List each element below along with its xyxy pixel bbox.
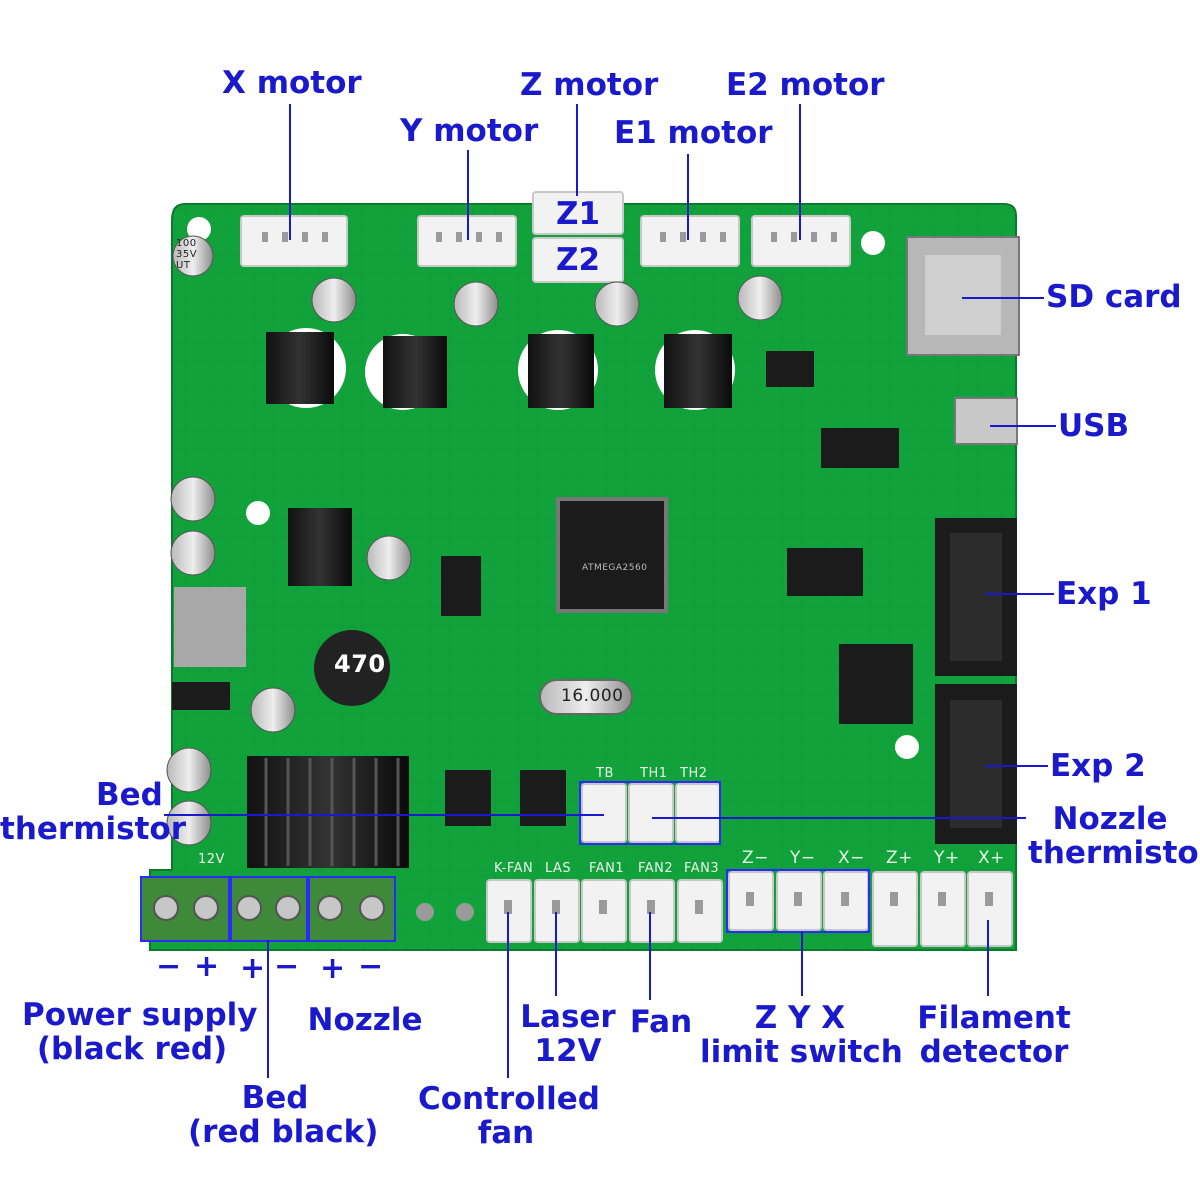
mcu-marking: ATMEGA2560 (582, 563, 648, 573)
exp2-label: Exp 2 (1050, 748, 1146, 784)
silk-xplus: X+ (978, 848, 1005, 868)
power-supply-label: Power supply (black red) (22, 997, 258, 1067)
exp-headers (441, 518, 1017, 844)
silk-fan2: FAN2 (638, 861, 674, 876)
silk-las: LAS (545, 861, 572, 876)
driver-heatsinks (266, 328, 735, 586)
crystal (539, 679, 633, 715)
usb-label: USB (1058, 408, 1130, 444)
silk-yminus: Y− (790, 848, 816, 868)
mounting-holes (187, 217, 919, 921)
filament-detector-label: Filament detector (917, 1000, 1071, 1070)
sd-card-label: SD card (1046, 279, 1182, 315)
silk-zminus: Z− (742, 848, 769, 868)
nozzle-label: Nozzle (307, 1002, 423, 1038)
z1-label: Z1 (555, 196, 601, 232)
e1-motor-label: E1 motor (614, 115, 773, 151)
exp1-label: Exp 1 (1056, 576, 1152, 612)
z-motor-label: Z motor (520, 67, 659, 103)
x-motor-label: X motor (222, 65, 362, 101)
silk-xminus: X− (838, 848, 865, 868)
silk-zplus: Z+ (886, 848, 913, 868)
bed-plus-sign: + (240, 951, 266, 986)
inductor (314, 630, 390, 706)
e2-motor-label: E2 motor (726, 67, 885, 103)
silk-kfan: K-FAN (494, 861, 534, 876)
silk-fan3: FAN3 (684, 861, 720, 876)
thermistor-connectors (581, 783, 721, 843)
y-motor-label: Y motor (400, 113, 539, 149)
silk-tb: TB (596, 766, 614, 781)
bed-thermistor-label: Bed thermistor (0, 777, 186, 847)
mcu-chip (556, 497, 668, 613)
fan-label: Fan (629, 1004, 693, 1040)
silk-fan1: FAN1 (589, 861, 625, 876)
inductor-marking: 470 (334, 650, 386, 678)
laser-label: Laser 12V (520, 999, 616, 1069)
screw-terminals (140, 876, 396, 942)
mosfet-heatsink (247, 756, 409, 868)
nozzle-plus-sign: + (320, 951, 346, 986)
z2-label: Z2 (555, 242, 601, 278)
power-minus-sign: − (156, 949, 182, 984)
capacitors (166, 235, 783, 846)
silk-12v: 12V (198, 852, 225, 867)
power-plus-sign: + (194, 949, 220, 984)
nozzle-thermistor-label: Nozzle thermistor (1028, 801, 1200, 871)
silk-th1: TH1 (640, 766, 668, 781)
bed-label: Bed (red black) (188, 1080, 379, 1150)
nozzle-minus-sign: − (358, 949, 384, 984)
bed-minus-sign: − (274, 949, 300, 984)
usb-port (954, 397, 1018, 445)
controlled-fan-label: Controlled fan (418, 1081, 600, 1151)
endstop-connectors (728, 871, 1013, 947)
leader-lines (164, 104, 1056, 1078)
crystal-marking: 16.000 (561, 686, 624, 706)
motor-connectors (240, 191, 851, 283)
silk-th2: TH2 (680, 766, 708, 781)
silk-yplus: Y+ (934, 848, 960, 868)
limit-switch-label: Z Y X limit switch (700, 1000, 903, 1070)
